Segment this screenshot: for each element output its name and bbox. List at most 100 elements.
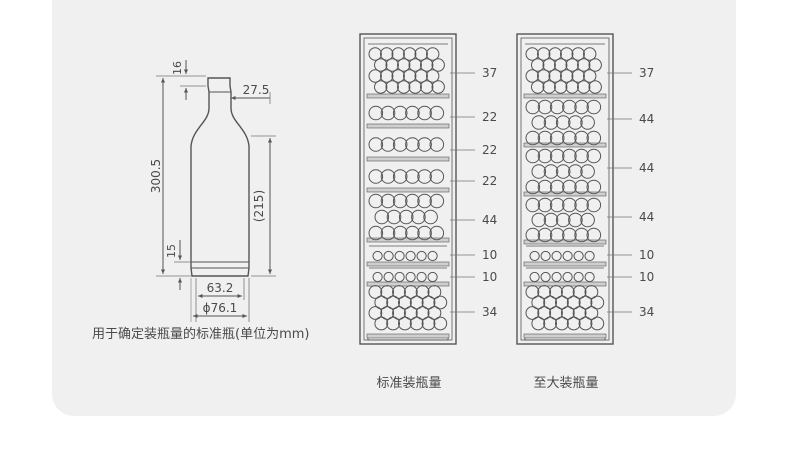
bottle-end: [580, 164, 595, 179]
bottle-end: [372, 271, 383, 283]
bottle-end: [562, 130, 577, 146]
bottle-end: [565, 80, 579, 94]
bottle-end: [549, 285, 563, 299]
bottle-end: [572, 285, 587, 299]
bottle-end: [385, 80, 399, 94]
bottle-end: [560, 69, 574, 83]
bottle-end: [537, 179, 553, 195]
bottle-end: [586, 227, 602, 243]
bottle-end: [429, 137, 445, 152]
bottle-end: [431, 58, 445, 72]
bottle-end: [380, 225, 396, 241]
cabinet-inner-frame: [520, 37, 610, 341]
bottle-end: [571, 47, 585, 61]
bottle-end: [531, 164, 547, 179]
bottle-end: [380, 69, 394, 83]
bottle-end: [543, 115, 559, 130]
bottle-end: [368, 306, 383, 320]
shelf: 22: [366, 105, 497, 129]
bottle-end: [574, 197, 589, 213]
bottle-end: [421, 316, 436, 331]
bottle-end: [374, 209, 390, 225]
bottle-end: [380, 306, 395, 320]
bottle-end: [590, 295, 605, 310]
bottle-end: [383, 250, 394, 262]
bottle-end: [394, 250, 405, 262]
bottle-end: [411, 209, 426, 225]
bottle-end: [368, 193, 384, 209]
bottle-end: [555, 164, 571, 179]
shelf: 22: [366, 137, 497, 162]
bottle-end: [588, 58, 602, 72]
bottle-end: [562, 227, 577, 243]
bottle-end: [562, 271, 573, 283]
bottle-end: [531, 80, 545, 94]
bottle-end: [586, 197, 602, 213]
bottle-end: [537, 306, 552, 320]
bottle-end: [549, 227, 565, 243]
shelf-count-label: 44: [639, 112, 654, 126]
bottle-end: [586, 148, 602, 164]
bottle-end: [578, 316, 593, 331]
bottle-end: [525, 69, 539, 83]
bottle-end: [403, 47, 417, 61]
shelf: 44: [366, 193, 497, 243]
cabinet-frame: [516, 33, 614, 345]
bottle-end: [525, 99, 541, 115]
bottle-end: [368, 285, 383, 299]
shelf-rail: [523, 261, 607, 267]
bottle-end: [542, 80, 556, 94]
bottle-end: [392, 285, 406, 299]
cabinet-maximum-caption: 至大装瓶量: [533, 376, 598, 391]
bottle-end: [566, 316, 581, 331]
bottle-end: [374, 58, 388, 72]
bottle-end: [560, 285, 575, 299]
bottle-end: [540, 271, 551, 283]
bottle-end: [405, 169, 420, 184]
bottle-end: [584, 285, 599, 299]
bottle-end: [577, 80, 591, 94]
bottle-end: [565, 58, 579, 72]
bottle-end: [409, 295, 424, 310]
bottle-end: [397, 58, 411, 72]
bottle-end: [566, 295, 581, 310]
bottle-end: [543, 164, 559, 179]
shelf-count-label: 37: [639, 66, 654, 80]
bottle-end: [549, 99, 565, 115]
diagram-panel: [52, 0, 736, 416]
bottle-end: [380, 137, 396, 152]
bottle-end: [392, 193, 408, 209]
bottle-end: [555, 295, 569, 310]
bottle-end: [429, 193, 445, 209]
bottle-end: [392, 169, 408, 184]
diameter-label: ϕ76.1: [203, 301, 238, 315]
bottle-end: [405, 225, 420, 241]
base-inner-width-label: 63.2: [207, 281, 234, 295]
bottle-end: [368, 105, 384, 121]
bottle-end: [380, 169, 396, 184]
bottle-end: [403, 285, 418, 299]
shelf-count-label: 22: [482, 143, 497, 157]
bottle-end: [408, 58, 422, 72]
bottle-end: [568, 212, 583, 228]
bottle-end: [398, 209, 414, 225]
shelf-rail: [366, 261, 450, 267]
bottle-end: [525, 197, 541, 213]
bottle-end: [562, 250, 573, 262]
shelf: 10: [366, 245, 497, 267]
bottle-end: [386, 316, 401, 331]
bottle-end: [560, 47, 574, 61]
shelf-count-label: 22: [482, 174, 497, 188]
cabinet-frame: [359, 33, 457, 345]
bottle-end: [580, 212, 595, 228]
bottle-end: [374, 295, 389, 310]
bottle-end: [525, 47, 539, 61]
shelf-count-label: 34: [482, 305, 497, 319]
shelf: 37: [523, 47, 654, 99]
shelf: 10: [366, 267, 497, 287]
bottle-end: [560, 306, 575, 320]
bottle-end: [380, 47, 394, 61]
shelf-rail: [366, 333, 450, 339]
bottle-end: [531, 58, 545, 72]
